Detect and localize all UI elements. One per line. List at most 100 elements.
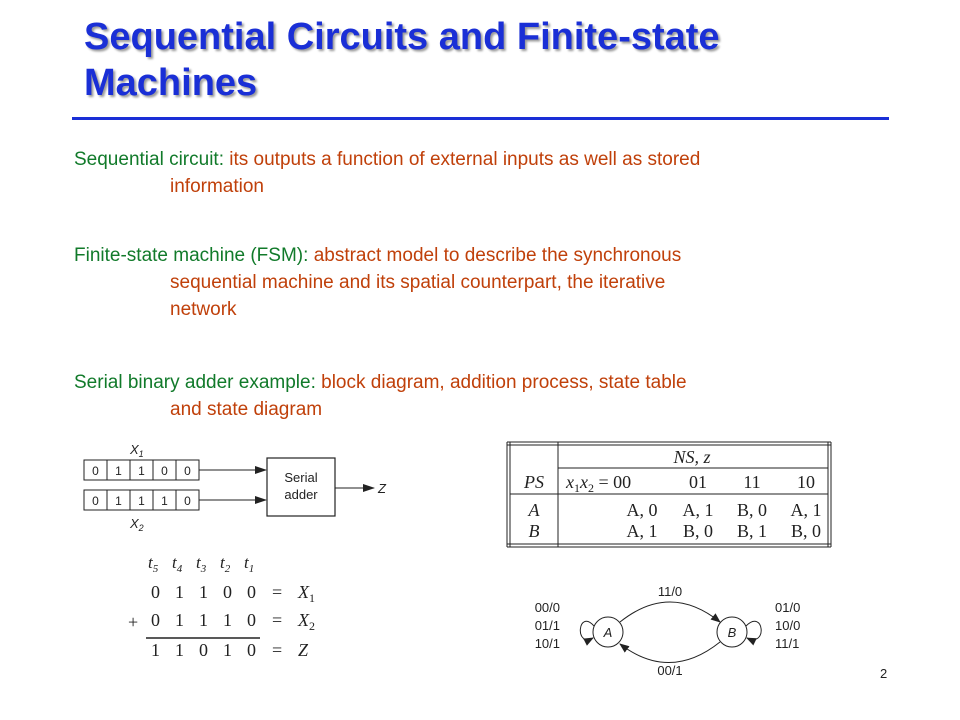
time-t1: t1 — [244, 553, 254, 575]
bullet-term: Finite-state machine (FSM) — [74, 245, 304, 266]
bullet-term: Serial binary adder example — [74, 372, 311, 393]
bullet-separator: : — [310, 372, 322, 393]
loop-b-label: 01/0 — [775, 600, 800, 615]
row1-name: X1 — [297, 582, 315, 605]
ns-cell: A, 1 — [627, 521, 658, 541]
block-diagram: X1 0 1 1 0 0 0 1 1 1 0 X2 Serial adder Z — [83, 442, 387, 533]
ns-cell: A, 1 — [683, 500, 714, 520]
loop-a-label: 01/1 — [535, 618, 560, 633]
row3-digit: 0 — [247, 640, 256, 660]
row3-digit: 1 — [151, 640, 160, 660]
row2-name: X2 — [297, 610, 315, 633]
time-t4: t4 — [172, 553, 183, 575]
ps-cell: B — [529, 521, 540, 541]
row2-digit: 1 — [223, 610, 232, 630]
state-table: NS, z PS x1x2 = 00 01 11 10 A A, 0 A, 1 … — [506, 441, 832, 548]
row1-digit: 1 — [199, 582, 208, 602]
bullet-serial-adder: Serial binary adder example: block diagr… — [74, 369, 874, 423]
row3-digit: 0 — [199, 640, 208, 660]
x1-label: X1 — [129, 442, 144, 459]
bullet-text-continued: network — [170, 299, 237, 320]
ns-cell: B, 0 — [683, 521, 713, 541]
row3-equals: = — [272, 640, 282, 660]
ns-cell: B, 0 — [737, 500, 767, 520]
bullet-text-continued: sequential machine and its spatial count… — [170, 272, 666, 293]
transition-b-to-a-label: 00/1 — [657, 663, 682, 678]
bullet-text: its outputs a function of external input… — [229, 149, 701, 170]
self-loop-a — [579, 620, 595, 646]
ns-cell: A, 0 — [627, 500, 658, 520]
time-t5: t5 — [148, 553, 159, 575]
time-t3: t3 — [196, 553, 207, 575]
state-a-label: A — [603, 625, 613, 640]
row2-digit: 1 — [199, 610, 208, 630]
row2-digit: 0 — [247, 610, 256, 630]
transition-a-to-b — [619, 601, 721, 623]
x2-bit: 0 — [184, 494, 191, 508]
transition-b-to-a — [619, 641, 721, 663]
time-t2: t2 — [220, 553, 231, 575]
title-underline — [72, 117, 889, 120]
x2-bit: 0 — [92, 494, 99, 508]
row1-digit: 1 — [175, 582, 184, 602]
row3-digit: 1 — [175, 640, 184, 660]
ns-header: NS, z — [672, 447, 710, 467]
table-row: B A, 1 B, 0 B, 1 B, 0 — [529, 521, 822, 541]
output-label: Z — [377, 481, 387, 496]
plus-sign: + — [128, 612, 138, 632]
slide-title: Sequential Circuits and Finite-state Mac… — [84, 14, 904, 106]
state-diagram: A B 11/0 00/1 00/0 01/1 10/1 01/0 10/0 1… — [535, 584, 800, 678]
col-header: 01 — [689, 472, 707, 492]
input-register-x1: 0 1 1 0 0 — [83, 459, 200, 481]
page-number: 2 — [880, 666, 888, 681]
input-register-x2: 0 1 1 1 0 — [83, 489, 200, 511]
x2-label: X2 — [129, 516, 144, 533]
x1-bit: 1 — [138, 464, 145, 478]
bullet-separator: : — [303, 245, 314, 266]
row3-name: Z — [298, 640, 309, 660]
transition-a-to-b-label: 11/0 — [658, 584, 682, 599]
row1-digit: 0 — [223, 582, 232, 602]
bullet-text: abstract model to describe the synchrono… — [313, 245, 682, 266]
row1-equals: = — [272, 582, 282, 602]
adder-label-line2: adder — [284, 487, 318, 502]
loop-b-label: 11/1 — [775, 636, 799, 651]
loop-a-label: 10/1 — [535, 636, 560, 651]
row2-digit: 1 — [175, 610, 184, 630]
row1-digit: 0 — [151, 582, 160, 602]
state-a-node — [592, 616, 624, 648]
state-b-node — [716, 616, 748, 648]
bullet-sequential-circuit: Sequential circuit: its outputs a functi… — [74, 146, 874, 200]
row1-digit: 0 — [247, 582, 256, 602]
addition-process: t5 t4 t3 t2 t1 0 1 1 0 0 = X1 + 0 1 1 1 … — [128, 553, 315, 660]
title-line-2: Machines — [84, 62, 258, 104]
bullet-separator: : — [218, 149, 230, 170]
x1-bit: 1 — [115, 464, 122, 478]
row2-digit: 0 — [151, 610, 160, 630]
bullet-term: Sequential circuit — [74, 149, 219, 170]
loop-a-label: 00/0 — [535, 600, 560, 615]
loop-b-label: 10/0 — [775, 618, 800, 633]
x1-bit: 0 — [161, 464, 168, 478]
x2-bit: 1 — [161, 494, 168, 508]
x2-bit: 1 — [138, 494, 145, 508]
ns-cell: B, 0 — [791, 521, 821, 541]
adder-label-line1: Serial — [284, 470, 317, 485]
col-header: 10 — [797, 472, 815, 492]
x1-bit: 0 — [184, 464, 191, 478]
ps-header: PS — [523, 472, 544, 492]
bullet-text-continued: and state diagram — [170, 399, 323, 420]
row2-equals: = — [272, 610, 282, 630]
bullet-text-continued: information — [170, 176, 264, 197]
ns-cell: B, 1 — [737, 521, 767, 541]
bullet-fsm: Finite-state machine (FSM): abstract mod… — [74, 242, 874, 323]
input-header: x1x2 = 00 — [565, 472, 631, 495]
ns-cell: A, 1 — [791, 500, 822, 520]
col-header: 11 — [743, 472, 760, 492]
x1-bit: 0 — [92, 464, 99, 478]
serial-adder-box — [266, 457, 336, 517]
x2-bit: 1 — [115, 494, 122, 508]
bullet-text: block diagram, addition process, state t… — [321, 372, 687, 393]
table-row: A A, 0 A, 1 B, 0 A, 1 — [528, 500, 822, 520]
ps-cell: A — [528, 500, 541, 520]
